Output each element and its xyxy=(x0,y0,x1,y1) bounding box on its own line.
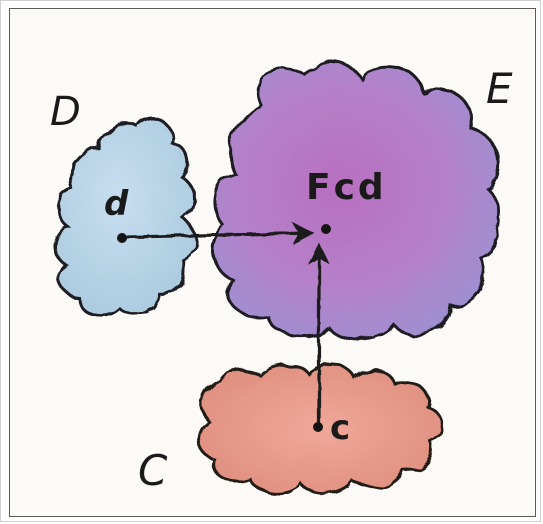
point-d-dot xyxy=(117,233,127,243)
arrow-d-to-Fcd xyxy=(126,222,315,245)
point-Fcd-dot xyxy=(321,224,331,234)
label-set-E: E xyxy=(486,64,513,113)
point-c-dot xyxy=(313,422,323,432)
label-point-Fcd: Fcd xyxy=(306,167,387,208)
diagram-canvas: D E C d Fcd c xyxy=(50,61,513,495)
watercolor-paper: D E C d Fcd c xyxy=(9,8,536,517)
label-set-D: D xyxy=(50,89,81,135)
set-E-blob xyxy=(211,61,502,341)
label-point-c: c xyxy=(330,408,350,448)
label-point-d: d xyxy=(104,184,129,224)
set-D-blob xyxy=(53,117,197,318)
label-set-C: C xyxy=(138,446,168,495)
